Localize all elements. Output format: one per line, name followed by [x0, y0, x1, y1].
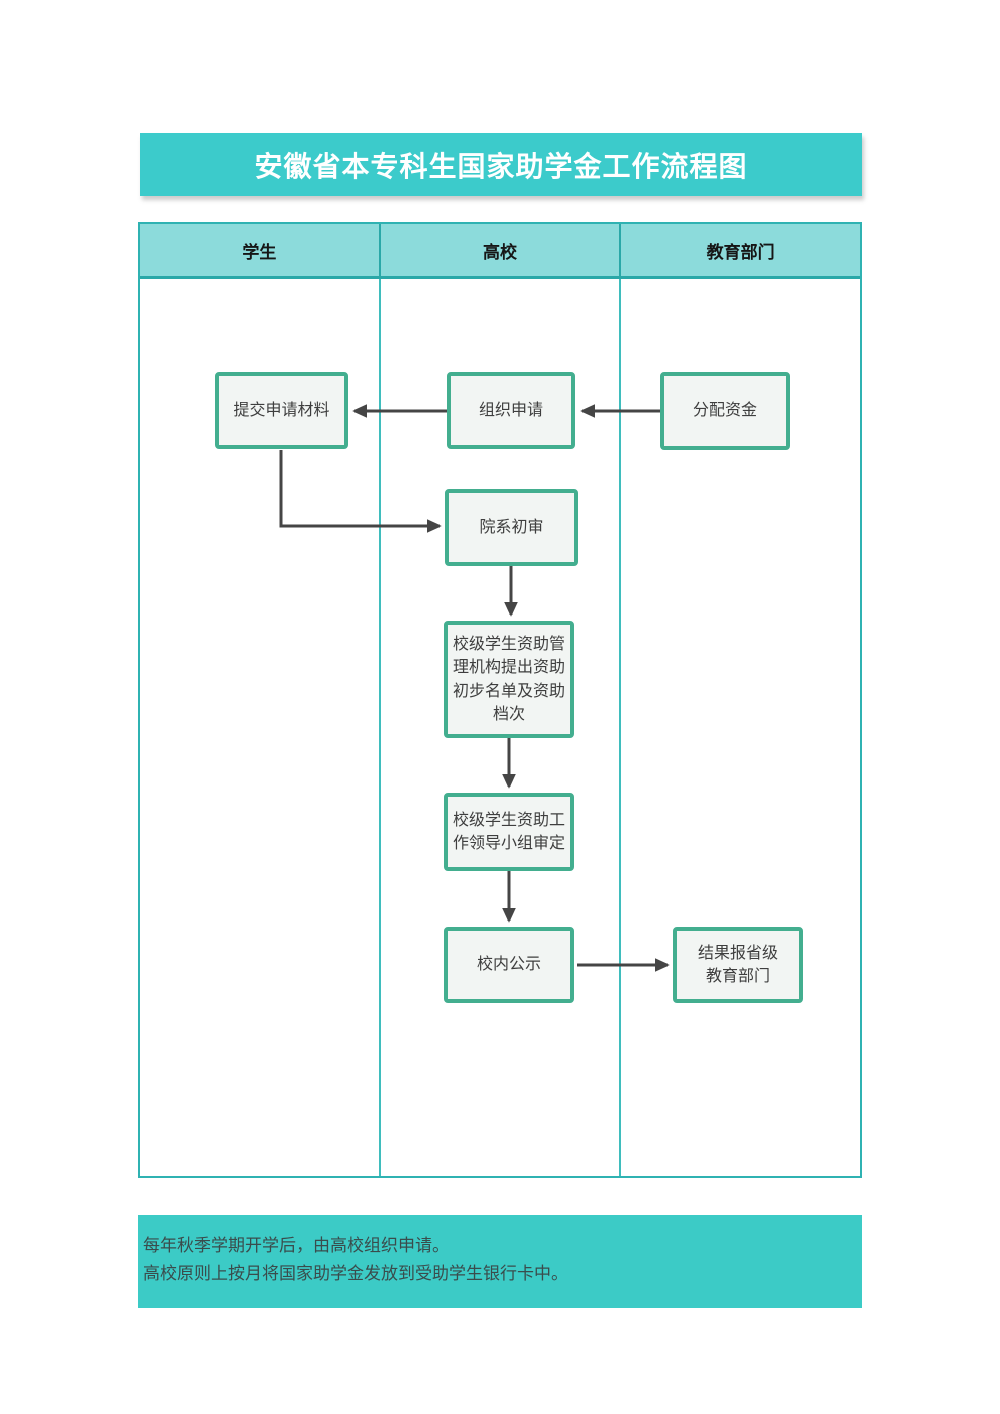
flow-node-campus-publicity: 校内公示 — [444, 927, 574, 1003]
flow-node-report-to-provincial-dept: 结果报省级 教育部门 — [673, 927, 803, 1003]
footer-note-text: 每年秋季学期开学后，由高校组织申请。 高校原则上按月将国家助学金发放到受助学生银… — [143, 1236, 568, 1283]
lane-university — [381, 279, 622, 1176]
lane-header-row: 学生 高校 教育部门 — [140, 224, 860, 279]
title-bar: 安徽省本专科生国家助学金工作流程图 — [140, 133, 862, 196]
flow-node-aid-office-proposes-list: 校级学生资助管 理机构提出资助 初步名单及资助 档次 — [444, 621, 574, 738]
lane-header-education-dept: 教育部门 — [706, 242, 775, 262]
flow-node-organize-application: 组织申请 — [447, 372, 575, 449]
flow-node-label: 分配资金 — [692, 402, 757, 420]
page-title: 安徽省本专科生国家助学金工作流程图 — [254, 150, 748, 182]
flow-node-department-preliminary-review: 院系初审 — [445, 489, 578, 566]
flow-node-label: 组织申请 — [478, 401, 543, 419]
flow-node-label: 校内公示 — [476, 956, 541, 974]
lane-header-student: 学生 — [140, 224, 381, 276]
lane-student — [140, 279, 381, 1176]
footer-note: 每年秋季学期开学后，由高校组织申请。 高校原则上按月将国家助学金发放到受助学生银… — [138, 1215, 862, 1308]
flow-node-label: 校级学生资助工 作领导小组审定 — [452, 811, 565, 852]
flow-node-label: 提交申请材料 — [233, 401, 330, 419]
flow-node-submit-materials: 提交申请材料 — [215, 372, 348, 449]
lane-header-university: 高校 — [381, 224, 622, 276]
flow-node-label: 结果报省级 教育部门 — [697, 944, 778, 985]
flow-node-label: 院系初审 — [479, 518, 544, 536]
flow-node-leading-group-approval: 校级学生资助工 作领导小组审定 — [444, 793, 574, 871]
flow-node-allocate-funds: 分配资金 — [660, 372, 790, 450]
flow-node-label: 校级学生资助管 理机构提出资助 初步名单及资助 档次 — [452, 636, 565, 723]
